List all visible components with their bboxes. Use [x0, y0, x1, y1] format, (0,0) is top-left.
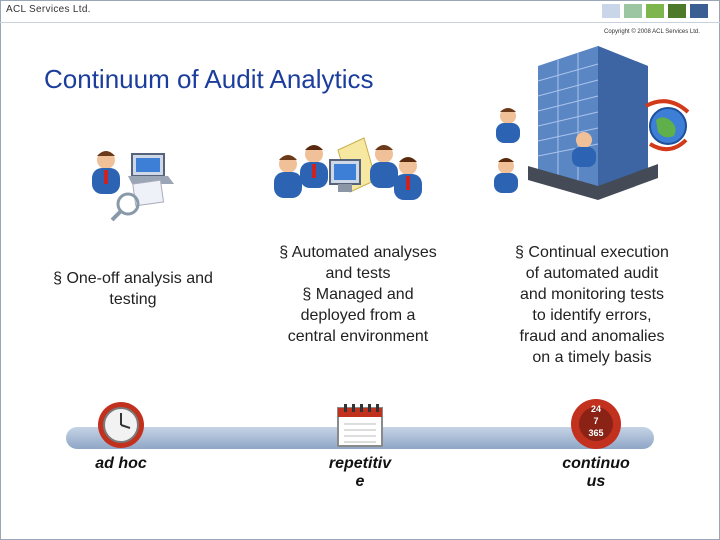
color-square [690, 4, 708, 18]
color-square [602, 4, 620, 18]
calendar-icon [337, 404, 383, 447]
color-square [624, 4, 642, 18]
column-3-text: § Continual execution of automated audit… [494, 242, 690, 368]
text-line: on a timely basis [532, 349, 652, 366]
top-bar: ACL Services Ltd. [0, 0, 720, 23]
company-name: ACL Services Ltd. [6, 4, 91, 15]
24-7-365-icon [571, 399, 621, 449]
color-squares [602, 4, 708, 18]
text-line: § Automated analyses [279, 244, 437, 261]
text-line: and monitoring tests [519, 286, 665, 303]
badge-365: 365 [588, 428, 604, 438]
text-line: to identify errors, [532, 307, 652, 324]
label-line: repetitiv [328, 455, 392, 472]
slide-title: Continuum of Audit Analytics [44, 64, 374, 94]
text-line: § Continual execution [515, 244, 669, 261]
column-2-text: § Automated analyses and tests § Managed… [262, 242, 454, 347]
badge-7: 7 [593, 416, 599, 426]
label-line: ad hoc [95, 455, 147, 472]
office-building-icon [494, 46, 690, 200]
color-square [668, 4, 686, 18]
column-1-text: § One-off analysis and testing [36, 268, 230, 310]
badge-24: 24 [590, 404, 601, 414]
text-line: of automated audit [525, 265, 659, 282]
color-square [646, 4, 664, 18]
label-line: us [586, 473, 606, 490]
timeline-label-continuous: continuo us [542, 455, 650, 491]
label-line: continuo [562, 455, 630, 472]
text-line: § One-off analysis and [53, 270, 213, 287]
text-line: fraud and anomalies [519, 328, 665, 345]
copyright-notice: Copyright © 2008 ACL Services Ltd. [604, 29, 700, 35]
text-line: testing [109, 291, 157, 308]
timeline-label-repetitive: repetitiv e [306, 455, 414, 491]
analyst-laptop-icon [92, 151, 174, 222]
text-line: and tests [325, 265, 391, 282]
label-line: e [355, 473, 365, 490]
text-line: deployed from a [300, 307, 416, 324]
text-line: § Managed and [302, 286, 414, 303]
team-workstation-icon [274, 137, 422, 200]
clock-icon [98, 402, 144, 448]
text-line: central environment [287, 328, 429, 345]
timeline-label-adhoc: ad hoc [66, 455, 176, 473]
